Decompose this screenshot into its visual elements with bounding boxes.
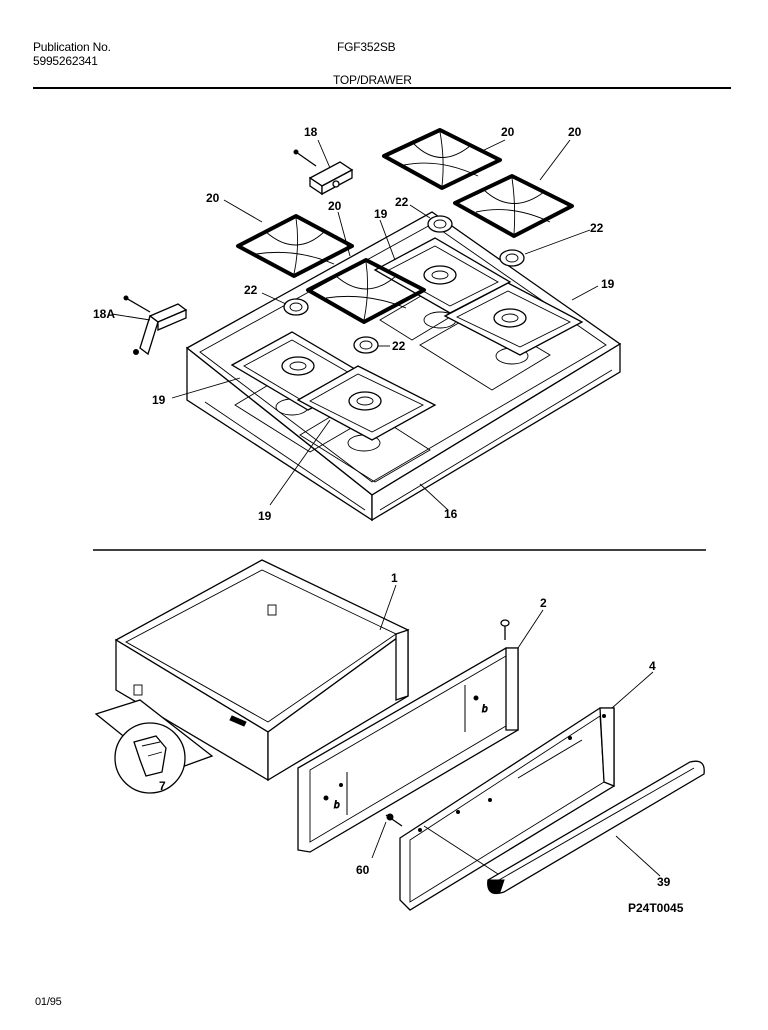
leader-lines-bottom	[371, 584, 661, 877]
section-title: TOP/DRAWER	[333, 73, 412, 87]
callout-18a: 18A	[93, 307, 115, 321]
grate-20-front-right	[306, 258, 426, 324]
svg-text:b: b	[334, 800, 340, 811]
drawer-handle	[487, 760, 705, 895]
grate-20-front-left	[236, 214, 354, 278]
drawer-front-panel: b b	[297, 647, 519, 853]
callout-18: 18	[304, 125, 318, 139]
svg-text:b: b	[482, 704, 488, 715]
grate-20-rear-left	[382, 128, 502, 190]
burner-ring-22-a	[427, 215, 453, 233]
drawer-trim-panel	[399, 707, 615, 911]
callout-19-b: 19	[601, 277, 615, 291]
callout-22-b: 22	[590, 221, 604, 235]
callout-22-c: 22	[244, 283, 258, 297]
callout-7: 7	[159, 779, 166, 793]
grate-20-rear-right	[453, 174, 574, 238]
bracket-18	[308, 161, 354, 196]
callout-20-a: 20	[501, 125, 515, 139]
cooktop-top-panel	[185, 211, 622, 522]
callout-16: 16	[444, 507, 458, 521]
screw-60	[385, 813, 403, 827]
callout-60: 60	[356, 863, 370, 877]
burner-ring-22-b	[499, 249, 525, 267]
drawer-body	[114, 559, 410, 782]
callout-19-c: 19	[152, 393, 166, 407]
callout-2: 2	[540, 596, 547, 610]
drawer-roller-detail-7	[114, 722, 186, 794]
burner-ring-22-c	[283, 298, 309, 316]
screw-18	[293, 149, 317, 167]
leader-lines-top	[111, 139, 599, 511]
publication-label: Publication No.	[33, 40, 111, 54]
callout-1: 1	[391, 571, 398, 585]
footer-date-code: 01/95	[35, 996, 62, 1008]
callout-39: 39	[657, 875, 671, 889]
callout-20-c: 20	[206, 191, 220, 205]
header-divider	[33, 87, 731, 89]
burner-ring-22-d	[353, 336, 379, 354]
publication-number: 5995262341	[33, 54, 98, 68]
callout-19-a: 19	[374, 207, 388, 221]
callout-20-d: 20	[328, 199, 342, 213]
burner-pan-front-right	[296, 365, 437, 441]
screw-2	[500, 619, 510, 640]
screw-18a	[123, 295, 151, 313]
bracket-18a	[133, 303, 188, 356]
callout-22-a: 22	[395, 195, 409, 209]
callout-22-d: 22	[392, 339, 406, 353]
model-number: FGF352SB	[337, 40, 396, 54]
callout-20-b: 20	[568, 125, 582, 139]
burner-pan-rear-left	[373, 237, 512, 314]
burner-pan-rear-right	[443, 282, 584, 356]
callout-4: 4	[649, 659, 656, 673]
figure-code: P24T0045	[628, 901, 684, 915]
callout-19-d: 19	[258, 509, 272, 523]
